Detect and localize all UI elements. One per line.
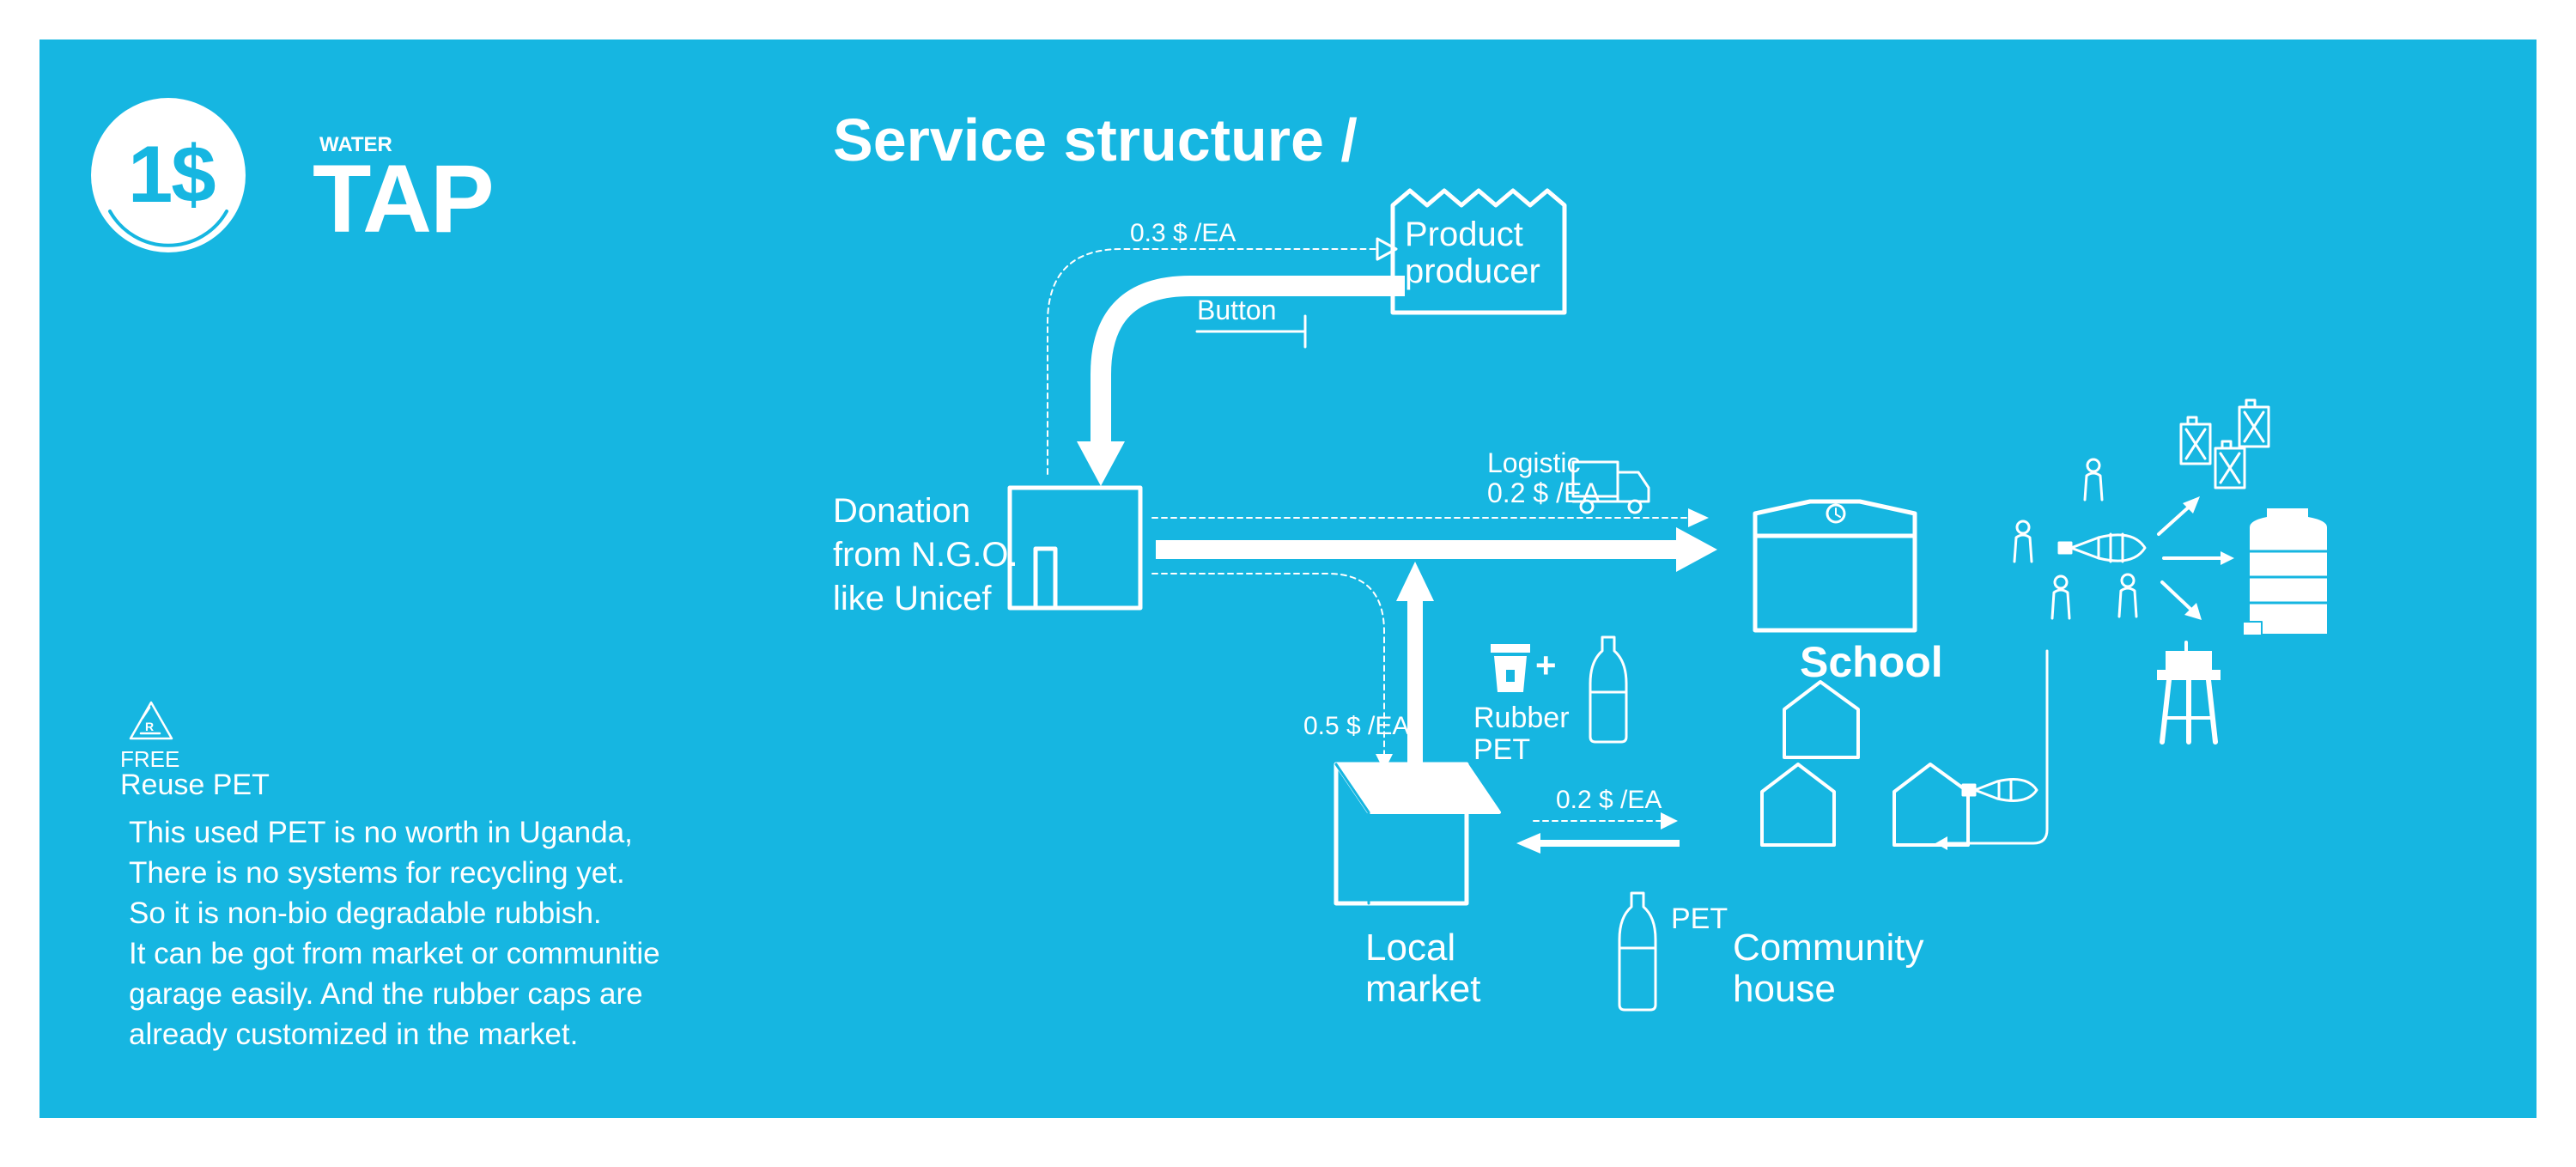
community-market-arrow	[1516, 833, 1680, 854]
logistic-label: Logistic 0.2 $ /EA	[1487, 448, 1601, 508]
product-producer-label: Product producer	[1405, 216, 1540, 290]
rubber-pet-line: Rubber	[1473, 702, 1570, 734]
logistic-label-line: Logistic	[1487, 447, 1581, 478]
logistic-dotted-line	[1151, 508, 1709, 527]
description-line: It can be got from market or communitie	[129, 937, 660, 970]
local-market-line: market	[1365, 967, 1481, 1010]
local-market-building-icon	[1334, 762, 1501, 906]
output-arrow	[2160, 580, 2202, 620]
market-community-payment-line	[1533, 812, 1678, 830]
person-icon	[2013, 520, 2033, 563]
diagram-panel: 1$ WATER TAP Service structure / Product…	[39, 40, 2537, 1118]
community-house-icon	[1760, 763, 1836, 847]
jerry-can-icon	[2238, 398, 2270, 448]
ngo-label-line: from N.G.O.	[833, 536, 1018, 574]
local-market-line: Local	[1365, 927, 1456, 969]
community-house-label: Community house	[1733, 927, 1924, 1009]
ngo-producer-price-label: 0.3 $ /EA	[1130, 219, 1236, 247]
output-arrow	[2162, 551, 2234, 565]
pet-bottle-icon	[1589, 635, 1628, 744]
description-line: garage easily. And the rubber caps are	[129, 977, 643, 1011]
community-house-line: Community	[1733, 927, 1924, 969]
bottle-tap-icon	[1961, 778, 2038, 802]
person-icon	[2083, 458, 2104, 501]
community-house-icon	[1893, 763, 1970, 847]
local-market-label: Local market	[1365, 927, 1480, 1009]
reuse-pet-label: Reuse PET	[120, 769, 270, 801]
pet-label: PET	[1671, 903, 1728, 935]
water-tank-icon	[2242, 508, 2329, 636]
logo-circle-icon	[91, 98, 246, 252]
person-icon	[2117, 573, 2138, 618]
description-line: There is no systems for recycling yet.	[129, 856, 625, 890]
ngo-market-payment-line	[1151, 573, 1393, 771]
ngo-label-line: Donation	[833, 492, 971, 530]
logo-price: 1$	[128, 129, 216, 219]
recycle-icon	[129, 701, 173, 740]
school-label: School	[1800, 638, 1943, 686]
school-building-icon	[1753, 499, 1917, 633]
button-flow-line	[1195, 314, 1307, 349]
community-house-line: house	[1733, 967, 1836, 1010]
ngo-producer-payment-line	[1047, 237, 1398, 475]
product-producer-line: Product	[1405, 216, 1523, 253]
ngo-producer-supply-arrow	[1077, 276, 1405, 486]
recycle-icon-letter: R	[145, 720, 155, 733]
school-community-return-line	[1935, 649, 2049, 850]
jerry-can-icon	[2214, 440, 2246, 489]
reuse-description: This used PET is no worth in Uganda, The…	[129, 812, 660, 1055]
rubber-pet-label: Rubber PET	[1473, 702, 1570, 765]
market-ngo-return-arrow	[1396, 562, 1434, 769]
service-diagram-canvas	[91, 98, 2329, 1012]
description-line: This used PET is no worth in Uganda,	[129, 816, 633, 849]
truck-icon	[1571, 460, 1650, 514]
community-market-price-label: 0.2 $ /EA	[1556, 786, 1662, 814]
ngo-building-icon	[1007, 485, 1143, 611]
ngo-label: Donation from N.G.O. like Unicef	[833, 489, 1018, 622]
ngo-label-line: like Unicef	[833, 580, 992, 618]
description-line: So it is non-bio degradable rubbish.	[129, 897, 602, 930]
rubber-pet-line: PET	[1473, 732, 1531, 766]
description-line: already customized in the market.	[129, 1018, 579, 1051]
reuse-free-label: FREE	[120, 746, 180, 772]
ngo-market-price-label: 0.5 $ /EA	[1303, 712, 1410, 740]
product-producer-line: producer	[1405, 252, 1540, 291]
bottle-tap-icon	[2057, 532, 2147, 563]
product-producer-building-icon	[1390, 188, 1567, 315]
logistic-label-line: 0.2 $ /EA	[1487, 477, 1601, 508]
button-flow-label: Button	[1197, 295, 1277, 325]
output-arrow	[2157, 496, 2200, 536]
community-house-icon	[1783, 680, 1860, 759]
plus-sign: +	[1535, 645, 1557, 685]
logo-water-label: WATER	[319, 133, 392, 156]
rubber-cap-icon	[1491, 644, 1530, 692]
pet-bottle-icon	[1618, 891, 1657, 1012]
logo-tap-label: TAP	[313, 145, 495, 252]
page-title: Service structure /	[833, 106, 1358, 173]
ngo-school-supply-arrow	[1156, 527, 1717, 572]
water-stand-icon	[2157, 641, 2221, 745]
person-icon	[2050, 574, 2071, 620]
jerry-can-icon	[2179, 416, 2212, 465]
